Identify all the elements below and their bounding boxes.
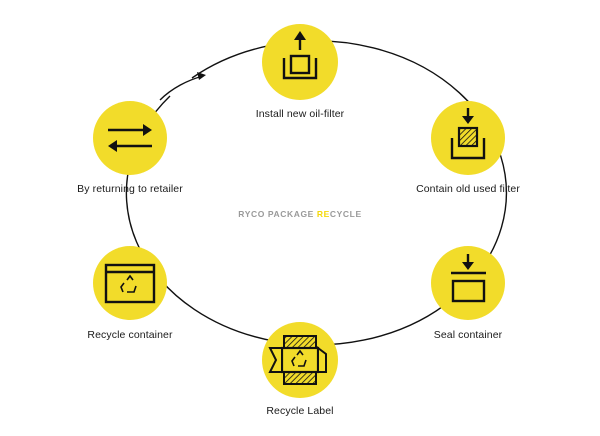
recycle-label-icon xyxy=(268,335,327,385)
step-2-label: Contain old used filter xyxy=(416,183,520,195)
box-arrow-down-hatched-icon xyxy=(450,108,486,160)
step-1-label: Install new oil-filter xyxy=(255,108,345,120)
step-5-node xyxy=(93,246,167,320)
step-2-node xyxy=(431,101,505,175)
step-4-node xyxy=(262,322,338,398)
step-3-label: Seal container xyxy=(433,329,503,341)
step-1-node xyxy=(262,24,338,100)
cycle-ring-gap-arrow xyxy=(159,75,204,101)
recycle-container-icon xyxy=(104,263,156,304)
step-6-label: By returning to retailer xyxy=(77,183,183,195)
center-title-part2: RE xyxy=(316,209,330,219)
swap-arrows-icon xyxy=(108,128,152,148)
center-title: RYCO PACKAGE RECYCLE xyxy=(238,209,361,219)
step-6-node xyxy=(93,101,167,175)
center-title-part1: RYCO PACKAGE xyxy=(238,209,317,219)
arrowhead-icon xyxy=(197,72,206,80)
step-4-label: Recycle Label xyxy=(266,405,334,417)
step-3-node xyxy=(431,246,505,320)
center-title-part3: CYCLE xyxy=(329,209,362,219)
step-5-label: Recycle container xyxy=(87,329,173,341)
